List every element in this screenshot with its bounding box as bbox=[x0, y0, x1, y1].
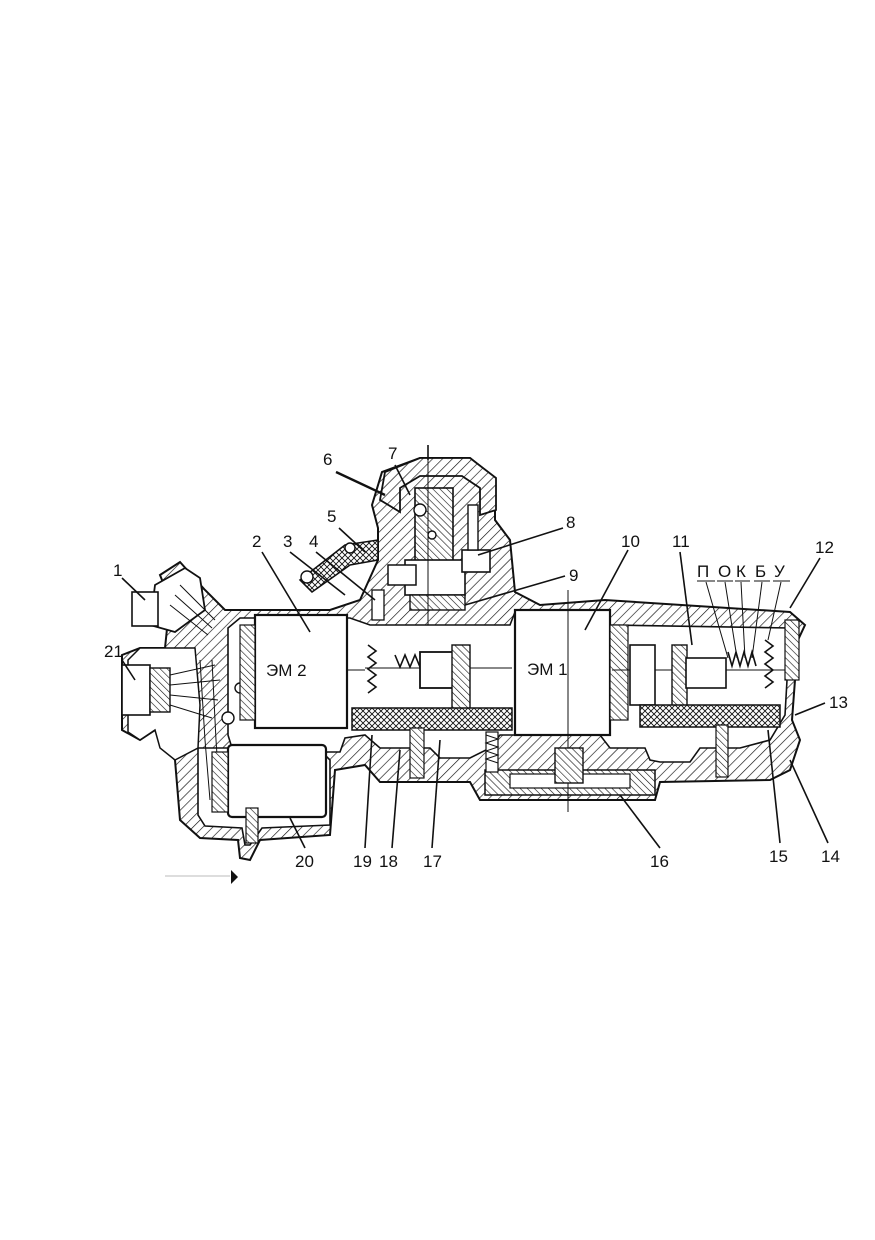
label-4: 4 bbox=[309, 532, 318, 551]
right-armature-assembly bbox=[612, 619, 800, 778]
label-15: 15 bbox=[769, 847, 788, 866]
leader-lines bbox=[121, 445, 829, 849]
letter-o: О bbox=[718, 562, 731, 581]
label-10: 10 bbox=[621, 532, 640, 551]
block-20 bbox=[211, 743, 328, 844]
label-1: 1 bbox=[113, 561, 122, 580]
em2-label: ЭМ 2 bbox=[266, 661, 307, 680]
label-2: 2 bbox=[252, 532, 261, 551]
em1-label: ЭМ 1 bbox=[527, 660, 568, 679]
label-13: 13 bbox=[829, 693, 848, 712]
label-5: 5 bbox=[327, 507, 336, 526]
letter-u: У bbox=[774, 562, 785, 581]
letter-b: Б bbox=[755, 562, 766, 581]
callout-labels: 1 2 3 4 5 6 7 8 9 10 11 12 13 14 15 16 1… bbox=[104, 444, 848, 871]
label-17: 17 bbox=[423, 852, 442, 871]
inclined-cover bbox=[298, 539, 417, 621]
electromagnet-2 bbox=[239, 613, 365, 730]
connector-1 bbox=[131, 566, 216, 636]
label-12: 12 bbox=[815, 538, 834, 557]
connector-21 bbox=[121, 659, 246, 801]
label-9: 9 bbox=[569, 566, 578, 585]
label-21: 21 bbox=[104, 642, 123, 661]
label-7: 7 bbox=[388, 444, 397, 463]
arrow-marker bbox=[165, 870, 238, 884]
label-18: 18 bbox=[379, 852, 398, 871]
left-armature-assembly bbox=[351, 644, 584, 784]
electromagnet-1 bbox=[513, 590, 629, 812]
label-6: 6 bbox=[323, 450, 332, 469]
label-3: 3 bbox=[283, 532, 292, 551]
letter-k: К bbox=[736, 562, 746, 581]
label-11: 11 bbox=[672, 532, 690, 551]
label-14: 14 bbox=[821, 847, 840, 866]
label-20: 20 bbox=[295, 852, 314, 871]
label-19: 19 bbox=[353, 852, 372, 871]
label-8: 8 bbox=[566, 513, 575, 532]
letter-p: П bbox=[697, 562, 709, 581]
label-16: 16 bbox=[650, 852, 669, 871]
